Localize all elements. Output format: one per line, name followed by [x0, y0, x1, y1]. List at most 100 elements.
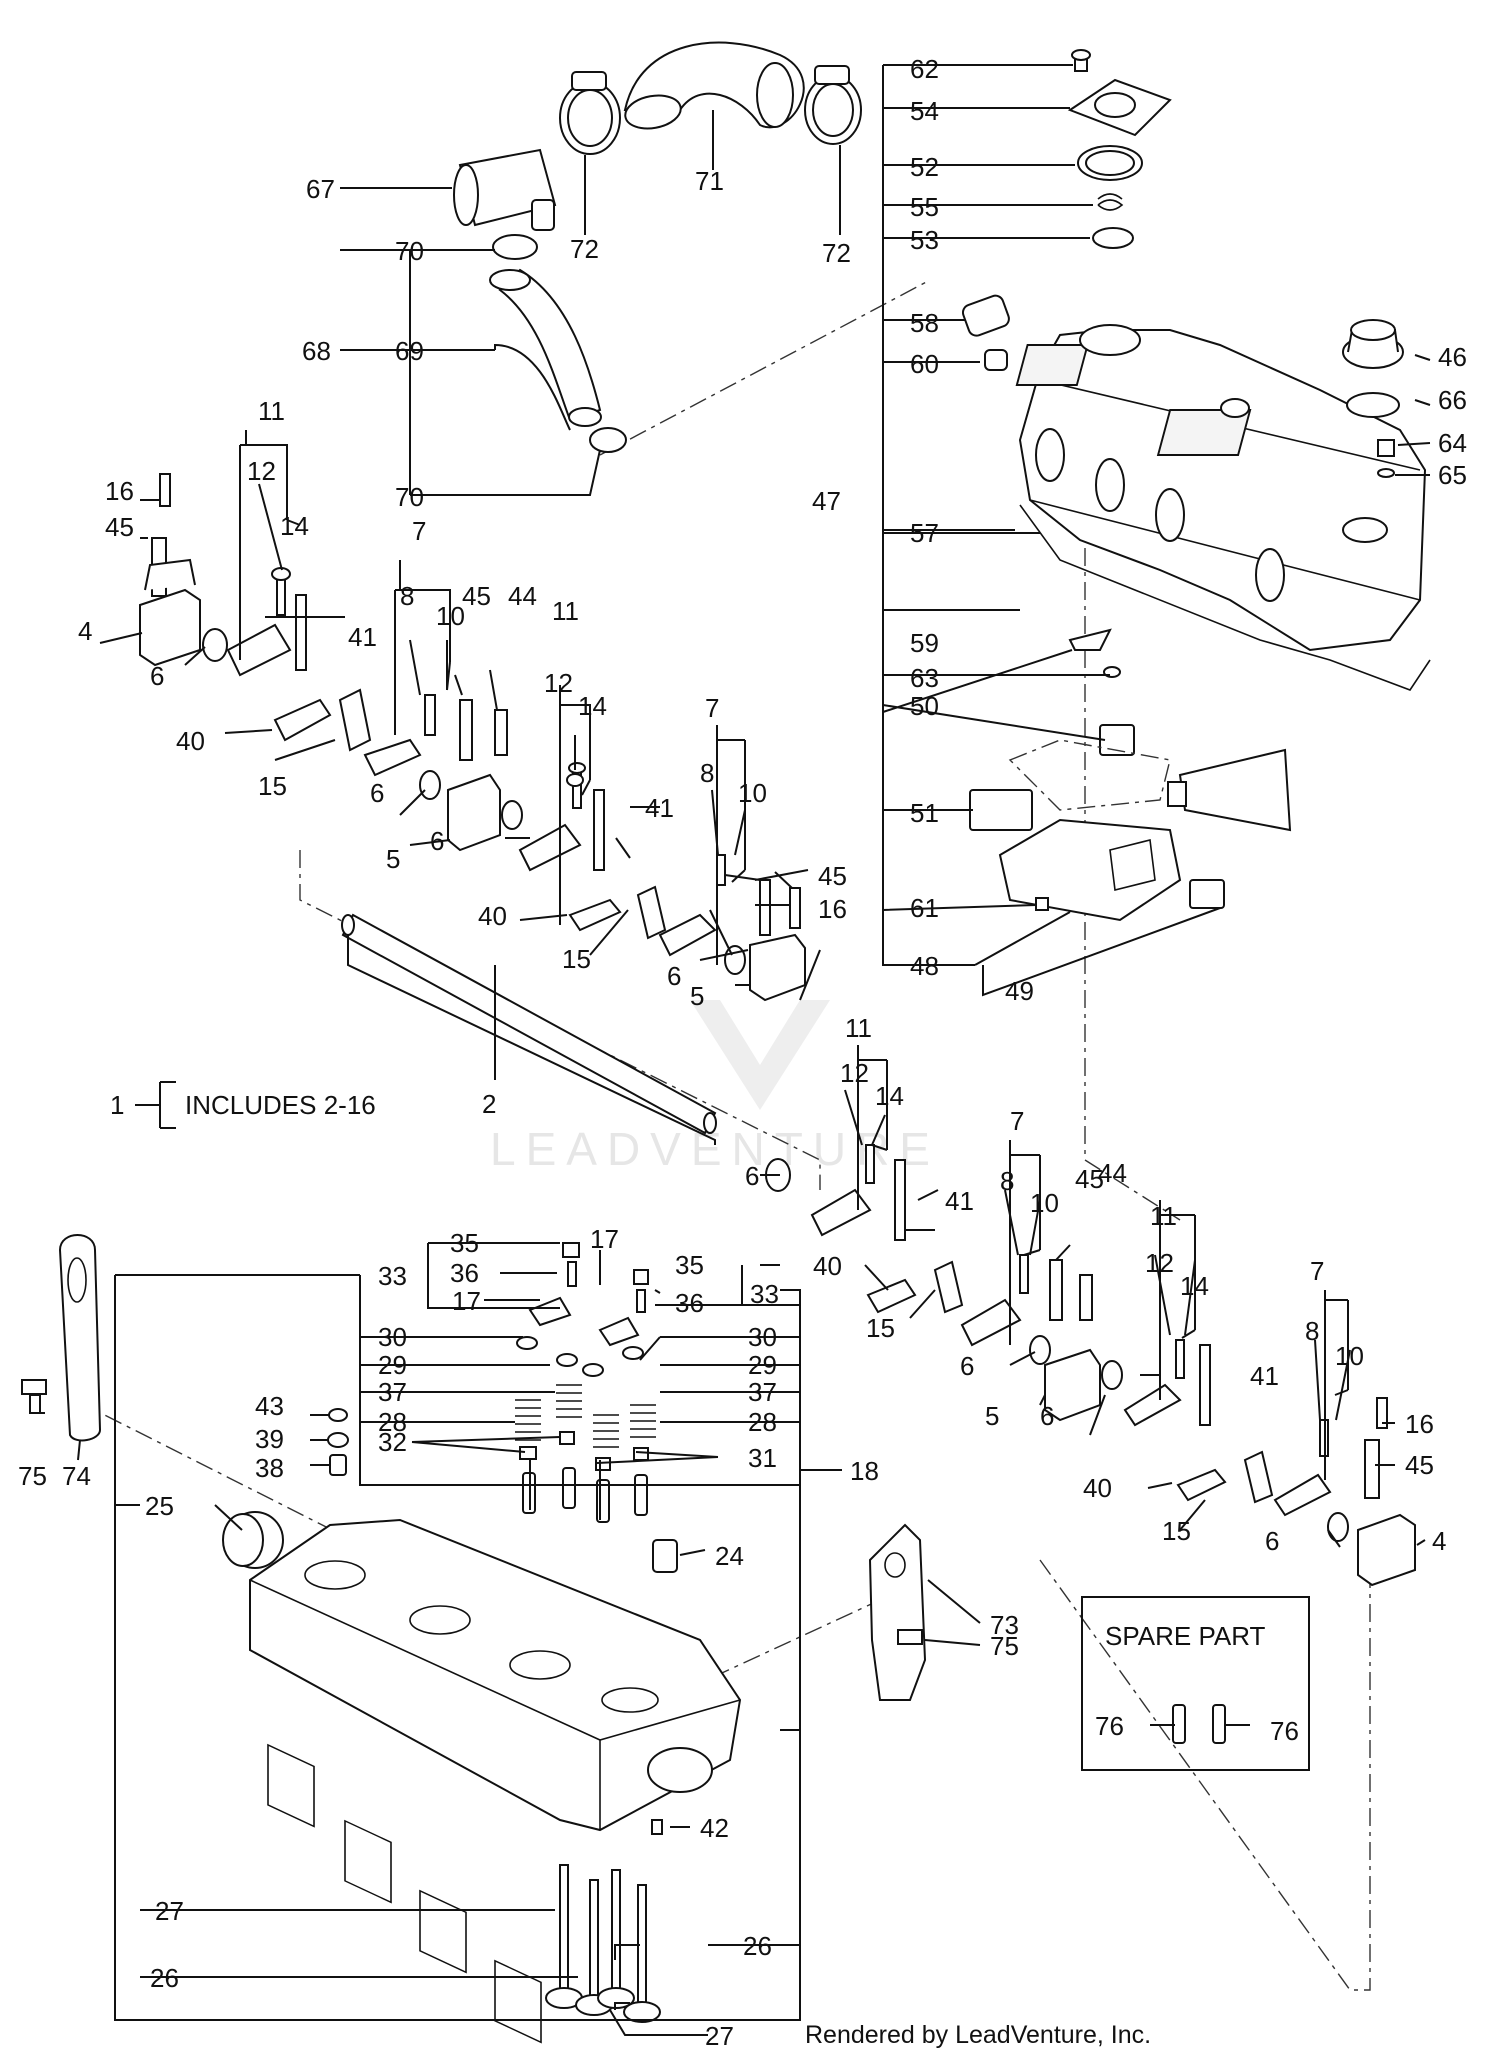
callout: 5	[690, 981, 704, 1011]
callout: 10	[1030, 1188, 1059, 1218]
callout: 43	[255, 1391, 284, 1421]
callout: 46	[1438, 342, 1467, 372]
callout: 15	[1162, 1516, 1191, 1546]
leader-lines	[38, 64, 1431, 2036]
includes-callout: 1	[110, 1090, 124, 1120]
spare-part-title: SPARE PART	[1105, 1621, 1265, 1651]
callout: 41	[645, 793, 674, 823]
callout: 35	[675, 1250, 704, 1280]
callout: 50	[910, 691, 939, 721]
callout: 17	[590, 1224, 619, 1254]
callout: 6	[1040, 1401, 1054, 1431]
breather-hose-assembly	[453, 41, 862, 453]
callout: 64	[1438, 428, 1467, 458]
callout: 8	[1000, 1166, 1014, 1196]
callout: 71	[695, 166, 724, 196]
callout: 4	[1432, 1526, 1446, 1556]
callout: 45	[1405, 1450, 1434, 1480]
callout: 12	[840, 1058, 869, 1088]
callout: 44	[1098, 1158, 1127, 1188]
callout: 18	[850, 1456, 879, 1486]
callout: 37	[748, 1377, 777, 1407]
callout: 6	[1265, 1526, 1279, 1556]
callout: 12	[247, 456, 276, 486]
callout: 45	[818, 861, 847, 891]
callout: 6	[667, 961, 681, 991]
callout: 6	[370, 778, 384, 808]
callout: 72	[822, 238, 851, 268]
spare-part-callout: 76	[1095, 1711, 1124, 1741]
callout: 48	[910, 951, 939, 981]
callout: 75	[990, 1631, 1019, 1661]
callout: 8	[400, 581, 414, 611]
callout: 45	[105, 512, 134, 542]
callout: 62	[910, 54, 939, 84]
callout: 4	[78, 616, 92, 646]
callout: 53	[910, 225, 939, 255]
callout: 14	[578, 691, 607, 721]
callout: 7	[705, 693, 719, 723]
callout: 15	[866, 1313, 895, 1343]
callout: 72	[570, 234, 599, 264]
callout: 24	[715, 1541, 744, 1571]
callout: 5	[386, 844, 400, 874]
callout: 27	[705, 2021, 734, 2049]
callout: 10	[738, 778, 767, 808]
callout: 14	[875, 1081, 904, 1111]
callout: 59	[910, 628, 939, 658]
callout: 14	[280, 511, 309, 541]
callout: 44	[508, 581, 537, 611]
callout: 47	[812, 486, 841, 516]
callout: 58	[910, 308, 939, 338]
callout: 36	[675, 1288, 704, 1318]
callout: 6	[745, 1161, 759, 1191]
callout: 29	[748, 1350, 777, 1380]
callout: 12	[544, 668, 573, 698]
callout: 5	[985, 1401, 999, 1431]
callout: 8	[700, 758, 714, 788]
callout: 66	[1438, 385, 1467, 415]
callout: 45	[462, 581, 491, 611]
spare-part-box: SPARE PART 76 76	[1081, 1596, 1310, 1771]
callout: 16	[1405, 1409, 1434, 1439]
includes-text: INCLUDES 2-16	[185, 1090, 376, 1120]
callout: 57	[910, 518, 939, 548]
callout: 61	[910, 893, 939, 923]
callout: 70	[395, 236, 424, 266]
callout: 41	[945, 1186, 974, 1216]
callout: 28	[378, 1407, 407, 1437]
callout: 54	[910, 96, 939, 126]
callout: 38	[255, 1453, 284, 1483]
callout: 16	[105, 476, 134, 506]
callout: 45	[1075, 1164, 1104, 1194]
callout: 31	[748, 1443, 777, 1473]
callout: 73	[990, 1610, 1019, 1640]
callout: 39	[255, 1424, 284, 1454]
callout: 74	[62, 1461, 91, 1491]
callout: 11	[552, 596, 579, 626]
callout: 63	[910, 663, 939, 693]
callout: 29	[378, 1350, 407, 1380]
callout: 55	[910, 192, 939, 222]
includes-note: 1 INCLUDES 2-16	[110, 1090, 376, 1120]
callout: 11	[258, 396, 285, 426]
callout: 8	[1305, 1316, 1319, 1346]
callout: 15	[258, 771, 287, 801]
callout: 42	[700, 1813, 729, 1843]
callout: 67	[306, 174, 335, 204]
callout: 40	[176, 726, 205, 756]
callout: 40	[478, 901, 507, 931]
callout: 35	[450, 1228, 479, 1258]
cylinder-head-assembly	[21, 1234, 1226, 2044]
callout: 27	[155, 1896, 184, 1926]
callout: 32	[378, 1427, 407, 1457]
callout: 70	[395, 482, 424, 512]
callout: 26	[150, 1963, 179, 1993]
callout: 10	[1335, 1341, 1364, 1371]
callout: 6	[960, 1351, 974, 1381]
callout: 11	[845, 1013, 872, 1043]
callout: 49	[1005, 976, 1034, 1006]
callout: 68	[302, 336, 331, 366]
callout: 33	[750, 1279, 779, 1309]
